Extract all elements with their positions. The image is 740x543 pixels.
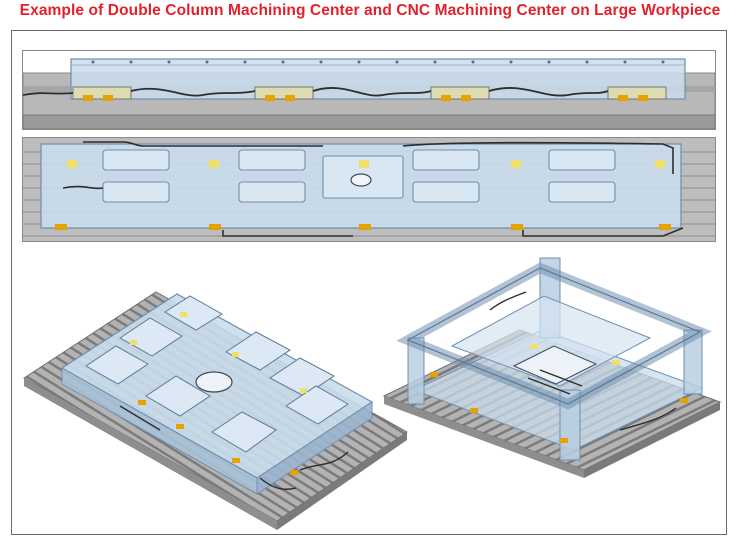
- isometric-plate-view: [23, 291, 408, 530]
- clamp-group: [55, 160, 671, 230]
- hydraulic-hose: [23, 87, 609, 97]
- hydraulic-hose: [119, 405, 349, 490]
- clamp-group: [72, 86, 667, 101]
- pocket-group: [85, 295, 349, 453]
- center-bore: [195, 371, 233, 393]
- isometric-frame-view: [382, 257, 722, 478]
- workpiece-plate: [70, 58, 686, 100]
- center-bore: [350, 173, 372, 187]
- page-title: Example of Double Column Machining Cente…: [19, 2, 721, 19]
- hydraulic-hose: [62, 141, 684, 237]
- clamp-group: [130, 312, 307, 475]
- clamp-group: [430, 344, 688, 443]
- side-elevation-view: [22, 50, 716, 130]
- hydraulic-hose: [489, 291, 677, 431]
- top-plan-view: [22, 137, 716, 242]
